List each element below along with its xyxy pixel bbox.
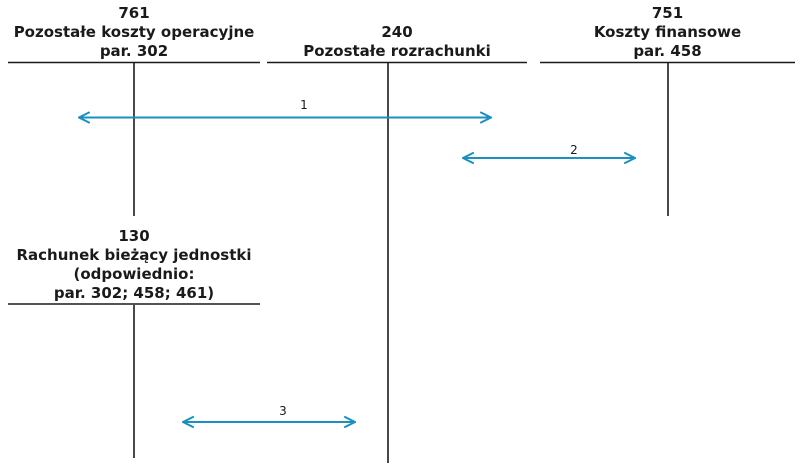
account-751-name: Koszty finansowe [593,23,742,41]
account-130-name: Rachunek bieżący jednostki [16,246,252,264]
account-751-par: par. 458 [633,42,702,60]
account-751-number: 751 [651,4,684,22]
account-761-number: 761 [118,4,150,22]
account-240-title: 240 Pozostałe rozrachunki [267,23,527,61]
account-240-name: Pozostałe rozrachunki [303,42,491,60]
account-761-name: Pozostałe koszty operacyjne [13,23,255,41]
flow-arrow-3-label: 3 [279,404,287,418]
account-761-title: 761 Pozostałe koszty operacyjne par. 302 [8,4,260,61]
account-130-title: 130 Rachunek bieżący jednostki (odpowied… [8,227,260,303]
account-751-title: 751 Koszty finansowe par. 458 [540,4,795,61]
flow-arrow-1-label: 1 [300,98,308,112]
account-761-par: par. 302 [99,42,169,60]
account-130-par: par. 302; 458; 461) [53,284,215,302]
flow-arrow-2-label: 2 [570,143,578,157]
account-130-note: (odpowiednio: [73,265,195,283]
account-240-number: 240 [381,23,413,41]
account-130-number: 130 [118,227,150,245]
